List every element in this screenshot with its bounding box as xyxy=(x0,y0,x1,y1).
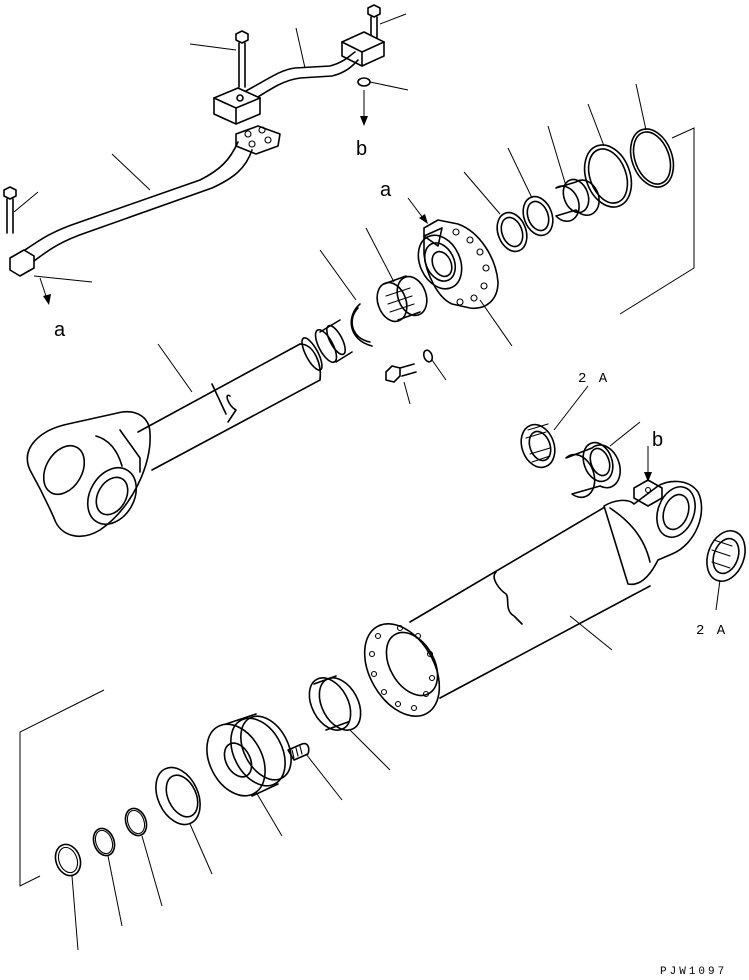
bolt-upper-left xyxy=(235,30,249,88)
bracket-lower-left xyxy=(19,689,105,887)
leader-lines-top xyxy=(13,13,409,283)
bushing-2a-lower xyxy=(706,530,746,582)
label-2a-upper: 2 A xyxy=(578,371,609,387)
cylinder-head xyxy=(417,219,499,309)
snap-ring-large xyxy=(629,128,675,188)
ring-1 xyxy=(496,211,528,253)
bushing-rod xyxy=(376,275,428,323)
bracket-upper-right xyxy=(619,127,695,315)
piston-seal xyxy=(155,766,201,826)
bolt-left xyxy=(3,186,17,234)
ring-2 xyxy=(522,195,554,237)
bushing-2a-upper xyxy=(520,423,556,469)
tube-end-left xyxy=(9,249,35,277)
label-2a-lower: 2 A xyxy=(696,623,727,639)
label-b-top: b xyxy=(356,138,367,160)
tube-flange xyxy=(363,623,441,717)
flange-block-middle xyxy=(213,87,261,125)
cylinder-tube xyxy=(363,479,703,717)
seal-ring-large xyxy=(583,144,633,208)
wear-ring-lower xyxy=(308,675,362,731)
o-ring-small xyxy=(54,843,82,877)
drawing-code: PJW1097 xyxy=(660,966,727,978)
backup-ring-small xyxy=(124,807,148,837)
upper-seal-series xyxy=(496,128,675,253)
tube-upper xyxy=(243,51,356,93)
label-a-middle: a xyxy=(380,179,392,201)
snap-ring-open xyxy=(350,303,373,347)
o-ring-b xyxy=(357,77,371,87)
upper-tube-assembly xyxy=(3,4,385,277)
piston xyxy=(206,713,292,797)
reference-arrows xyxy=(39,90,428,305)
head-bolt xyxy=(385,349,434,383)
tube-long xyxy=(21,141,239,253)
flange-block-right xyxy=(341,31,385,67)
leader-lines-rings-upper xyxy=(463,83,647,215)
label-b-lower: b xyxy=(652,429,663,451)
label-a-left: a xyxy=(54,319,66,341)
piston-pin xyxy=(287,742,310,761)
spacer-collar xyxy=(565,441,621,499)
piston-rod xyxy=(26,319,353,538)
snap-ring-small xyxy=(92,827,116,857)
flange-plate-middle xyxy=(235,125,281,155)
